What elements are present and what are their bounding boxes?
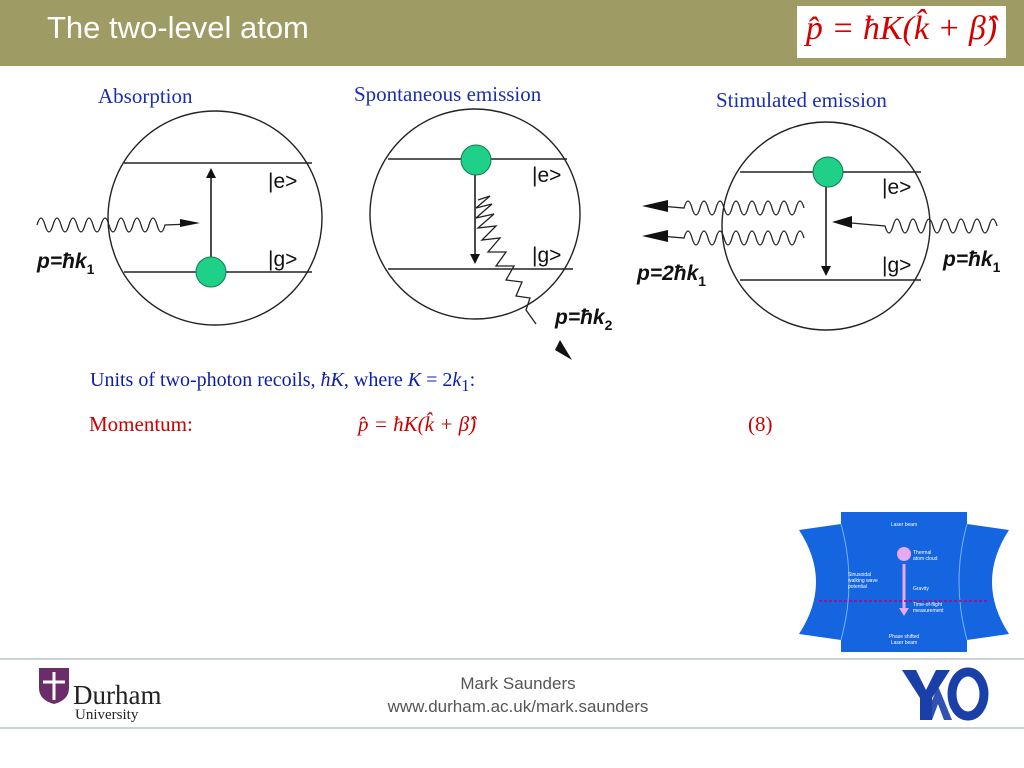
inset-standing-label-3: potential <box>848 584 867 590</box>
spontaneous-momentum-label: p=ħk2 <box>554 306 613 333</box>
interferometer-inset: Laser beam Thermal atom cloud Sinusoidal… <box>799 512 1009 652</box>
inset-atom-cloud <box>897 547 911 561</box>
durham-wordmark: Durham <box>73 680 162 710</box>
stimulated-title: Stimulated emission <box>716 88 887 112</box>
units-prefix: Units of two-photon recoils, <box>90 369 321 391</box>
units-K: K <box>407 369 422 391</box>
absorption-momentum-label: p=ħk1 <box>36 250 95 277</box>
spontaneous-circle <box>369 108 581 320</box>
stimulated-diagram <box>642 121 998 331</box>
units-hk: ħK <box>320 369 344 391</box>
spontaneous-atom <box>460 144 492 176</box>
inset-standing-label-1: Sinusoidal <box>848 572 871 578</box>
momentum-label: Momentum: <box>89 412 193 436</box>
inset-gravity-label: Gravity <box>913 586 929 592</box>
durham-crest-icon <box>39 668 69 704</box>
inset-right-beam <box>967 524 1009 640</box>
units-k: k <box>452 369 462 391</box>
spontaneous-photon-arrowhead <box>555 340 572 360</box>
stimulated-g-label: |g> <box>882 254 911 277</box>
units-where: , where <box>343 369 408 391</box>
inset-left-beam <box>799 524 841 640</box>
inset-phase-label-2: Laser beam <box>891 640 917 646</box>
stimulated-incoming-photon <box>839 218 998 234</box>
spontaneous-outgoing-photon <box>475 195 537 325</box>
inset-tof-label-1: Time-of-flight <box>913 602 943 608</box>
spontaneous-g-label: |g> <box>532 244 561 267</box>
inset-left-edge <box>840 523 850 641</box>
stimulated-outgoing-photon-2 <box>659 230 805 246</box>
inset-thermal-label-2: atom cloud <box>913 556 938 562</box>
spontaneous-e-label: |e> <box>532 164 561 187</box>
inset-standing-label-2: walking wave <box>848 578 878 584</box>
stimulated-in-momentum-label: p=ħk1 <box>942 248 1001 275</box>
durham-university-text: University <box>75 707 139 723</box>
yao-logo <box>902 667 989 721</box>
absorption-title: Absorption <box>98 84 193 108</box>
stimulated-incoming-arrowhead <box>832 216 852 228</box>
inset-right-edge <box>958 523 968 641</box>
spontaneous-diagram <box>369 108 581 360</box>
equation-number: (8) <box>748 412 773 436</box>
spontaneous-title: Spontaneous emission <box>354 82 542 106</box>
units-text: Units of two-photon recoils, ħK, where K… <box>90 369 475 396</box>
stimulated-e-label: |e> <box>882 176 911 199</box>
absorption-g-label: |g> <box>268 248 297 271</box>
footer-top-rule <box>0 658 1024 660</box>
footer-bottom-rule <box>0 727 1024 729</box>
inset-phase-label-1: Phase shifted <box>889 634 920 640</box>
momentum-equation: p̂ = ħK(k̂ + β̂) <box>358 412 477 436</box>
units-sub: 1 <box>461 376 470 395</box>
footer-url[interactable]: www.durham.ac.uk/mark.saunders <box>387 697 649 716</box>
stimulated-out-momentum-label: p=2ħk1 <box>636 262 706 289</box>
units-colon: : <box>469 369 476 391</box>
absorption-atom <box>195 256 227 288</box>
footer-author: Mark Saunders <box>460 674 576 693</box>
inset-thermal-label-1: Thermal <box>913 550 931 556</box>
absorption-e-label: |e> <box>268 170 297 193</box>
absorption-incoming-photon <box>36 217 191 233</box>
absorption-circle <box>107 110 323 326</box>
header-equation: p̂ = ħK(k̂ + β̂) <box>805 10 998 47</box>
absorption-diagram <box>36 110 323 326</box>
inset-laser-beam-label: Laser beam <box>891 522 917 528</box>
inset-gravity-arrowhead <box>899 608 909 616</box>
stimulated-outgoing-photon-1 <box>659 200 805 216</box>
header-equation-box: p̂ = ħK(k̂ + β̂) <box>797 6 1006 58</box>
absorption-photon-arrowhead <box>180 219 200 227</box>
atom-diagrams: |e> |g> |e> |g> |e> |g> p=ħk1 p=ħk2 p=2ħ… <box>36 108 1001 360</box>
stimulated-circle <box>721 121 931 331</box>
units-eq: = 2 <box>421 369 453 391</box>
stimulated-outgoing-arrowhead-2 <box>642 230 668 242</box>
stimulated-outgoing-arrowhead-1 <box>642 200 668 212</box>
slide-title: The two-level atom <box>47 10 309 45</box>
stimulated-atom <box>812 156 844 188</box>
inset-tof-label-2: measurement <box>913 608 944 614</box>
